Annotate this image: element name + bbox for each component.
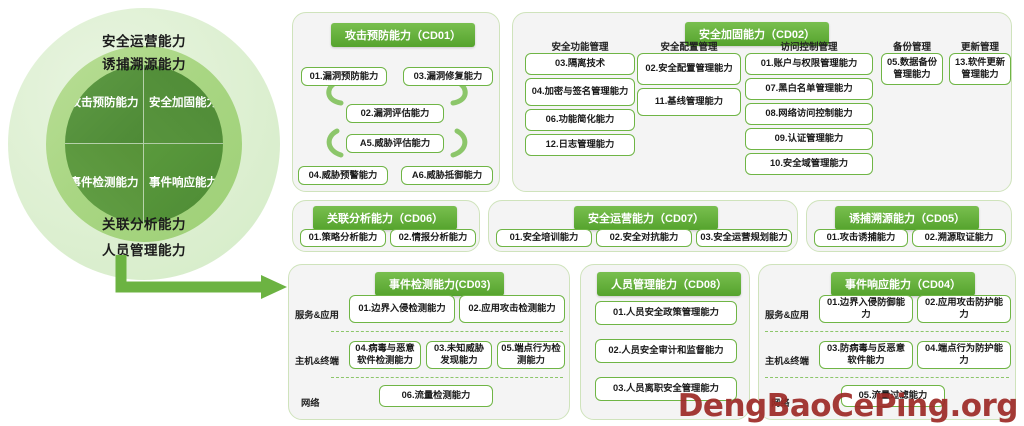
panel-cd03: 事件检测能力(CD03) 服务&应用 01.边界入侵检测能力 02.应用攻击检测… [288,264,570,420]
cd02-g1-item-0[interactable]: 02.安全配置管理能力 [637,53,741,85]
cd03-row-heading-2: 网络 [301,398,320,408]
cd02-g4-item-0[interactable]: 13.软件更新管理能力 [949,53,1011,85]
cd03-r1-item-2[interactable]: 05.端点行为检测能力 [497,341,565,369]
cd02-g2-item-4[interactable]: 10.安全域管理能力 [745,153,873,175]
cd08-item-0[interactable]: 01.人员安全政策管理能力 [595,301,737,325]
cd05-item-1[interactable]: 02.溯源取证能力 [912,229,1006,247]
cd04-r1-item-0[interactable]: 03.防病毒与反恶意软件能力 [819,341,913,369]
cd02-g0-item-3[interactable]: 12.日志管理能力 [525,134,635,156]
panel-cd04-title: 事件响应能力（CD04） [831,272,976,296]
cd07-item-0[interactable]: 01.安全培训能力 [496,229,592,247]
cd06-item-1[interactable]: 02.情报分析能力 [390,229,476,247]
cd04-r1-item-1[interactable]: 04.端点行为防护能力 [917,341,1011,369]
panel-cd08: 人员管理能力（CD08） 01.人员安全政策管理能力 02.人员安全审计和监督能… [580,264,750,420]
cd04-divider-1 [765,377,1009,378]
panel-cd07: 安全运营能力（CD07） 01.安全培训能力 02.安全对抗能力 03.安全运营… [488,200,798,252]
cd02-g1-item-1[interactable]: 11.基线管理能力 [637,88,741,116]
cd01-item-a5[interactable]: A5.威胁评估能力 [346,134,444,153]
cd02-g2-item-3[interactable]: 09.认证管理能力 [745,128,873,150]
circle-label-deception-traceback: 诱捕溯源能力 [102,57,186,72]
cd04-row-heading-2: 网络 [771,398,790,408]
panel-cd07-title: 安全运营能力（CD07） [574,206,719,230]
cd02-g3-item-0[interactable]: 05.数据备份管理能力 [881,53,943,85]
cd07-item-2[interactable]: 03.安全运营规划能力 [696,229,792,247]
cd02-g2-item-0[interactable]: 01.账户与权限管理能力 [745,53,873,75]
cd02-group-heading-0: 安全功能管理 [551,42,609,53]
circle-label-security-operations: 安全运营能力 [102,34,186,49]
panel-cd01: 攻击预防能力（CD01） 01.漏洞预防能力 03.漏洞修复能力 02.漏洞评估… [292,12,500,192]
cd08-item-2[interactable]: 03.人员离职安全管理能力 [595,377,737,401]
cd07-item-1[interactable]: 02.安全对抗能力 [596,229,692,247]
quadrant-security-hardening: 安全加固能力 [144,65,223,144]
cd02-g0-item-0[interactable]: 03.隔离技术 [525,53,635,75]
cd03-row-heading-1: 主机&终端 [295,356,339,366]
cd04-r0-item-0[interactable]: 01.边界入侵防御能力 [819,295,913,323]
cd04-r2-item-0[interactable]: 05.流量过滤能力 [841,385,945,407]
panel-cd06-title: 关联分析能力（CD06） [313,206,458,230]
cd02-g2-item-2[interactable]: 08.网络访问控制能力 [745,103,873,125]
cd03-row-heading-0: 服务&应用 [295,310,339,320]
cd02-g0-item-1[interactable]: 04.加密与签名管理能力 [525,78,635,106]
cd03-r2-item-0[interactable]: 06.流量检测能力 [379,385,493,407]
panel-cd03-title: 事件检测能力(CD03) [375,272,505,296]
panel-cd02: 安全加固能力（CD02） 安全功能管理 03.隔离技术 04.加密与签名管理能力… [512,12,1012,192]
cd03-r0-item-0[interactable]: 01.边界入侵检测能力 [349,295,455,323]
panel-cd05: 诱捕溯源能力（CD05） 01.攻击诱捕能力 02.溯源取证能力 [806,200,1012,252]
quadrant-event-response: 事件响应能力 [144,144,223,223]
cd02-group-heading-1: 安全配置管理 [660,42,718,53]
cd02-g0-item-2[interactable]: 06.功能简化能力 [525,109,635,131]
cd04-row-heading-0: 服务&应用 [765,310,809,320]
cd03-r1-item-0[interactable]: 04.病毒与恶意软件检测能力 [349,341,421,369]
quadrant-attack-prevention: 攻击预防能力 [65,65,144,144]
cd06-item-0[interactable]: 01.策略分析能力 [300,229,386,247]
cd01-item-01[interactable]: 01.漏洞预防能力 [301,67,387,86]
panel-cd01-title: 攻击预防能力（CD01） [331,23,476,47]
circle-label-personnel-management: 人员管理能力 [102,243,186,258]
panel-cd06: 关联分析能力（CD06） 01.策略分析能力 02.情报分析能力 [292,200,480,252]
cd01-loop-arrows-bottom [326,128,468,158]
cd02-group-heading-4: 更新管理 [960,42,999,53]
elbow-arrow-icon [115,255,287,299]
cd01-item-02[interactable]: 02.漏洞评估能力 [346,104,444,123]
cd04-r0-item-1[interactable]: 02.应用攻击防护能力 [917,295,1011,323]
panel-cd02-title: 安全加固能力（CD02） [685,22,830,46]
cd03-r0-item-1[interactable]: 02.应用攻击检测能力 [459,295,565,323]
cd02-g2-item-1[interactable]: 07.黑白名单管理能力 [745,78,873,100]
cd01-item-03[interactable]: 03.漏洞修复能力 [403,67,493,86]
site-watermark: DengBaoCePing.org [677,388,1019,424]
cd01-item-04[interactable]: 04.威胁预警能力 [298,166,388,185]
cd02-group-heading-3: 备份管理 [892,42,931,53]
panel-cd04: 事件响应能力（CD04） 服务&应用 01.边界入侵防御能力 02.应用攻击防护… [758,264,1016,420]
capability-circle: 攻击预防能力 安全加固能力 事件检测能力 事件响应能力 安全运营能力 诱捕溯源能… [8,8,280,280]
cd02-group-heading-2: 访问控制管理 [780,42,838,53]
cd04-divider-0 [765,331,1009,332]
circle-label-correlation-analysis: 关联分析能力 [102,217,186,232]
cd04-row-heading-1: 主机&终端 [765,356,809,366]
panel-cd05-title: 诱捕溯源能力（CD05） [835,206,980,230]
cd01-item-a6[interactable]: A6.威胁抵御能力 [401,166,493,185]
circle-inner-quadrants: 攻击预防能力 安全加固能力 事件检测能力 事件响应能力 [65,65,223,223]
cd03-r1-item-1[interactable]: 03.未知威胁发现能力 [426,341,492,369]
cd03-divider-0 [331,331,563,332]
quadrant-event-detection: 事件检测能力 [65,144,144,223]
cd03-divider-1 [331,377,563,378]
cd08-item-1[interactable]: 02.人员安全审计和监督能力 [595,339,737,363]
panel-cd08-title: 人员管理能力（CD08） [597,272,742,296]
cd05-item-0[interactable]: 01.攻击诱捕能力 [814,229,908,247]
